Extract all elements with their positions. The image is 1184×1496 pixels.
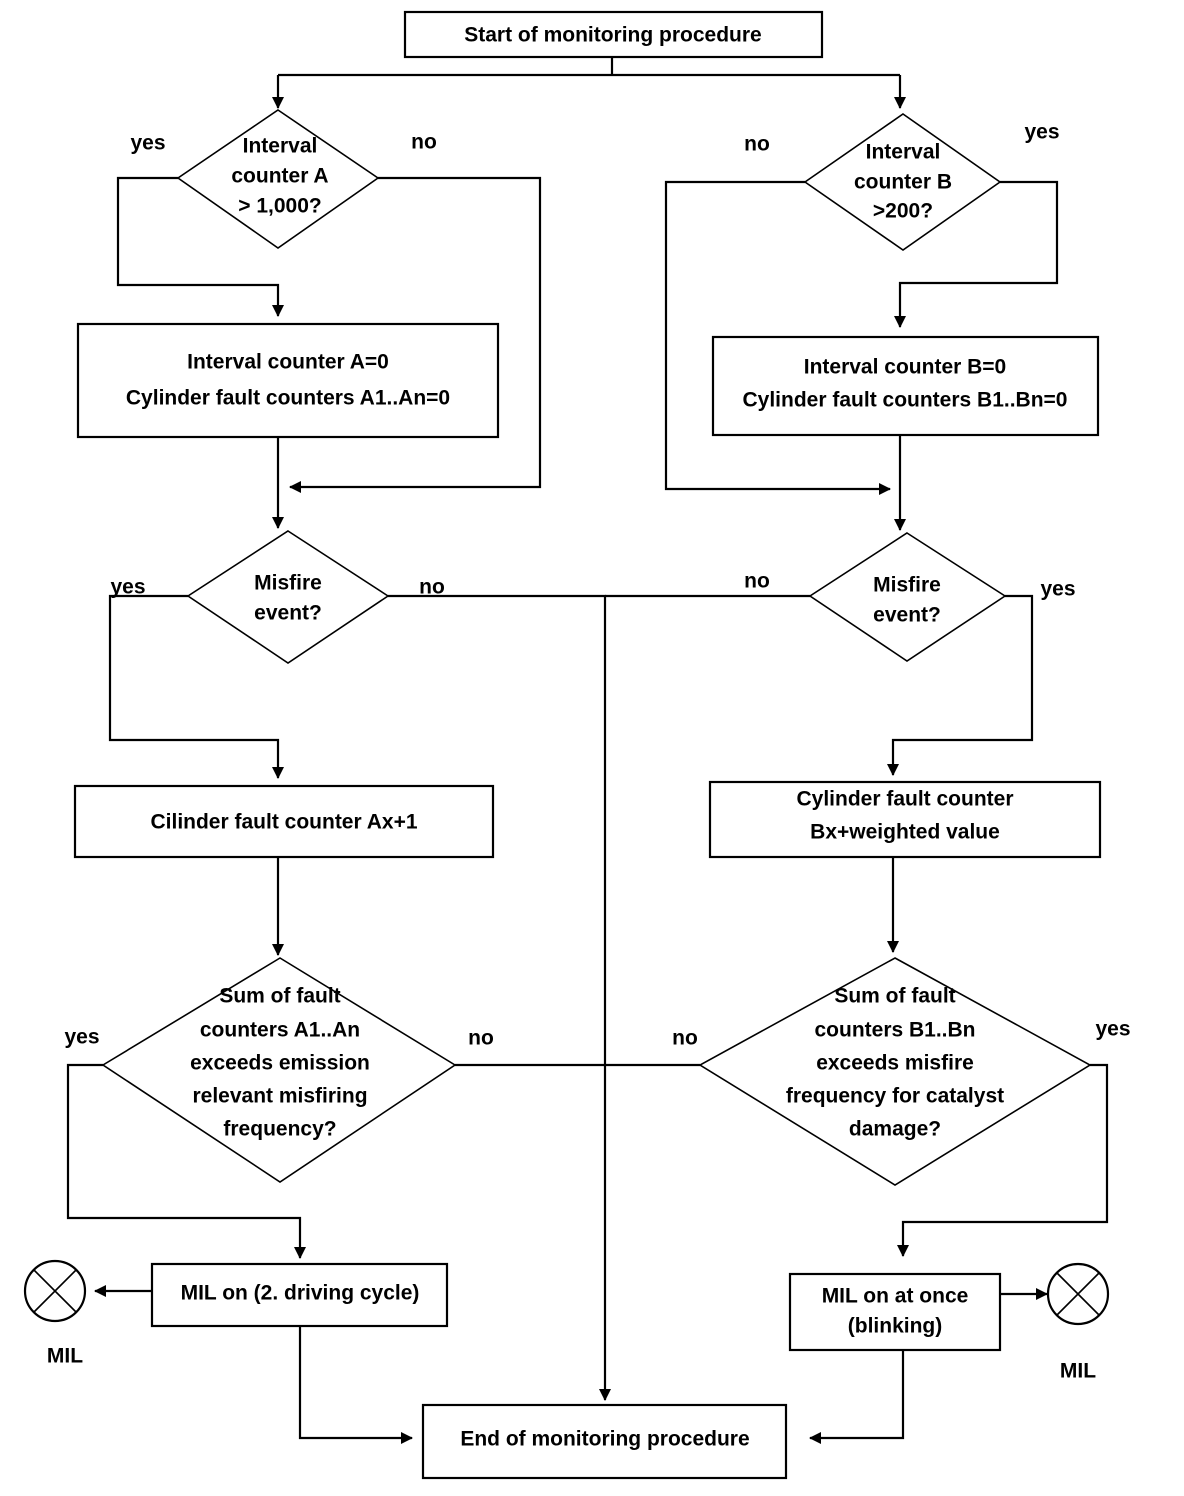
node-mil-on-b-line1: MIL on at once [822,1285,969,1308]
node-misfire-a-line2: event? [254,602,322,625]
edge-mil-b-to-end [809,1350,905,1444]
node-end: End of monitoring procedure [421,1403,788,1480]
node-sum-a-line2: counters A1..An [200,1019,360,1042]
node-misfire-event-a: Misfire event? [186,530,390,664]
label-misfire-b-yes: yes [1040,578,1075,601]
node-interval-a-line3: > 1,000? [238,195,321,218]
node-misfire-a-line1: Misfire [254,572,322,595]
node-start-label: Start of monitoring procedure [464,24,762,47]
node-sum-a-line3: exceeds emission [190,1052,370,1075]
node-counter-bx-line1: Cylinder fault counter [796,788,1013,811]
mil-lamp-right-label: MIL [1060,1360,1096,1383]
node-reset-a-line2: Cylinder fault counters A1..An=0 [126,387,450,410]
edge-misfire-a-yes [108,594,284,779]
node-sum-b-line1: Sum of fault [834,985,955,1008]
label-interval-b-no: no [744,133,770,156]
node-interval-b-line3: >200? [873,200,933,223]
node-cylinder-fault-counter-ax: Cilinder fault counter Ax+1 [73,784,495,859]
node-misfire-b-line2: event? [873,604,941,627]
node-interval-a-line1: Interval [243,135,318,158]
node-sum-fault-counters-b: Sum of fault counters B1..Bn exceeds mis… [698,957,1092,1186]
node-interval-counter-b: Interval counter B >200? [803,113,1002,251]
edge-start-split [278,57,900,77]
node-sum-a-line5: frequency? [223,1118,336,1141]
node-sum-a-line4: relevant misfiring [192,1085,367,1108]
edge-labels: yes no no yes yes no no yes yes no no ye… [64,121,1130,1050]
edge-sum-a-yes [66,1063,306,1259]
edge-mil-a-to-end [298,1326,413,1444]
node-mil-on-a-line1: MIL on (2. driving cycle) [181,1282,420,1305]
node-reset-b-line1: Interval counter B=0 [804,356,1006,379]
edge-misfire-b-yes [887,594,1034,776]
node-mil-on-second-cycle: MIL on (2. driving cycle) [150,1262,449,1328]
node-mil-on-at-once: MIL on at once (blinking) [788,1272,1002,1352]
node-mil-on-b-line2: (blinking) [848,1315,942,1338]
node-counter-bx-line2: Bx+weighted value [810,821,1000,844]
edge-interval-a-no [289,176,542,493]
connectors [66,57,1109,1444]
node-sum-fault-counters-a: Sum of fault counters A1..An exceeds emi… [101,957,457,1183]
mil-cross-icon [33,1269,77,1313]
label-misfire-a-yes: yes [110,576,145,599]
node-reset-b-line2: Cylinder fault counters B1..Bn=0 [743,389,1068,412]
node-sum-b-line5: damage? [849,1118,941,1141]
node-interval-b-line2: counter B [854,171,952,194]
label-sum-b-no: no [672,1027,698,1050]
edge-interval-a-yes [116,176,284,317]
node-end-label: End of monitoring procedure [460,1428,749,1451]
label-misfire-a-no: no [419,576,445,599]
node-reset-a-line1: Interval counter A=0 [187,351,389,374]
node-sum-b-line4: frequency for catalyst [786,1085,1004,1108]
node-counter-ax-line1: Cilinder fault counter Ax+1 [150,811,417,834]
node-interval-a-line2: counter A [231,165,328,188]
node-sum-b-line2: counters B1..Bn [814,1019,975,1042]
node-reset-counters-b: Interval counter B=0 Cylinder fault coun… [711,335,1100,437]
mil-lamp-left: MIL [23,1259,87,1368]
label-interval-a-yes: yes [130,132,165,155]
node-interval-counter-a: Interval counter A > 1,000? [176,109,380,249]
node-interval-b-line1: Interval [866,141,941,164]
node-misfire-event-b: Misfire event? [808,532,1007,662]
node-cylinder-fault-counter-bx: Cylinder fault counter Bx+weighted value [708,780,1102,859]
label-sum-a-yes: yes [64,1026,99,1049]
mil-lamp-right: MIL [1046,1262,1110,1383]
edge-interval-b-no [664,180,891,495]
edge-interval-b-yes [894,180,1059,328]
node-misfire-b-line1: Misfire [873,574,941,597]
label-interval-a-no: no [411,131,437,154]
node-sum-b-line3: exceeds misfire [816,1052,974,1075]
mil-cross-icon [1056,1272,1100,1316]
label-interval-b-yes: yes [1024,121,1059,144]
label-misfire-b-no: no [744,570,770,593]
label-sum-b-yes: yes [1095,1018,1130,1041]
node-sum-a-line1: Sum of fault [219,985,340,1008]
node-reset-counters-a: Interval counter A=0 Cylinder fault coun… [76,322,500,439]
node-start: Start of monitoring procedure [403,10,824,59]
edge-sum-b-yes [897,1063,1109,1257]
label-sum-a-no: no [468,1027,494,1050]
mil-lamp-left-label: MIL [47,1345,83,1368]
